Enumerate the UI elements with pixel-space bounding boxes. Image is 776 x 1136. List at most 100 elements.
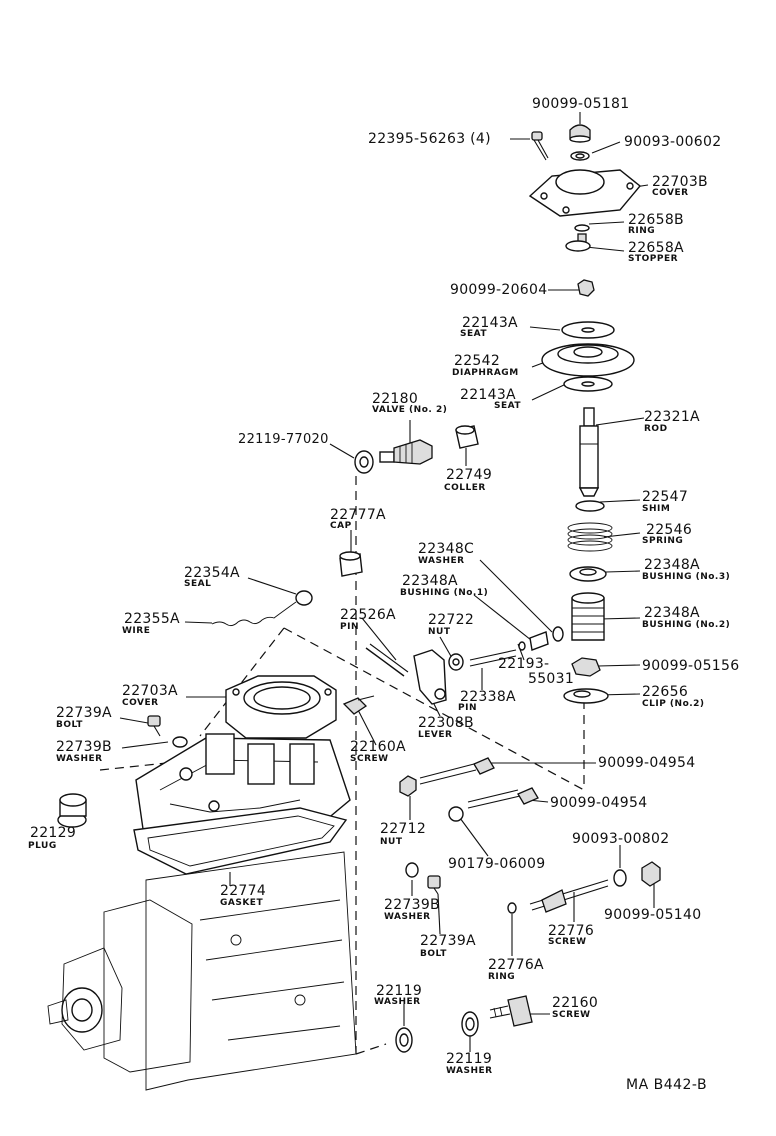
screw-22160 (489, 995, 533, 1027)
nut-90099-05140 (641, 861, 661, 887)
name-22547: SHIM (642, 504, 671, 514)
ring-22776A (507, 902, 517, 914)
part-22193-55031 (518, 641, 526, 651)
name-22348A-no1: BUSHING (No.1) (400, 588, 489, 598)
name-22348A-no3: BUSHING (No.3) (642, 572, 731, 582)
bolt-22739A-left (147, 715, 161, 737)
name-22703A: COVER (122, 698, 159, 708)
label-22395-56263: 22395-56263 (4) (368, 131, 491, 147)
label-22658A: 22658A (628, 240, 684, 256)
label-22703B: 22703B (652, 174, 708, 190)
label-22776: 22776 (548, 923, 595, 939)
name-22160: SCREW (552, 1010, 591, 1020)
valve-22180 (379, 439, 433, 465)
name-22348C: WASHER (418, 556, 465, 566)
lever-22308B (413, 649, 447, 705)
washer-22119-a (395, 1027, 413, 1053)
label-90099-04954-a: 90099-04954 (598, 755, 696, 771)
spring-22546 (567, 522, 613, 552)
label-22119-a: 22119 (376, 983, 423, 999)
label-22703A: 22703A (122, 683, 178, 699)
clip-22656 (563, 688, 609, 704)
shim-22547 (575, 500, 605, 512)
name-22739B-left: WASHER (56, 754, 103, 764)
label-22749: 22749 (446, 467, 493, 483)
leader-lines (119, 112, 655, 1052)
cap-nut-90099-05181 (569, 124, 591, 143)
name-22658B: RING (628, 226, 656, 236)
washer-22348C (552, 626, 564, 642)
label-22119-b: 22119 (446, 1051, 493, 1067)
name-22776: SCREW (548, 937, 587, 947)
label-22777A: 22777A (330, 507, 386, 523)
name-22308B: LEVER (418, 730, 453, 740)
name-22338A: PIN (458, 703, 477, 713)
label-90093-00802: 90093-00802 (572, 831, 670, 847)
name-22776A: RING (488, 972, 516, 982)
label-22160A: 22160A (350, 739, 406, 755)
nut-22722 (448, 653, 464, 671)
coller-22749 (455, 425, 479, 449)
label-22129: 22129 (30, 825, 77, 841)
label-90099-04954-b: 90099-04954 (550, 795, 648, 811)
name-22542: DIAPHRAGM (452, 368, 519, 378)
rod-22321A (578, 407, 600, 497)
name-22321A: ROD (644, 424, 668, 434)
label-22180: 22180 (372, 391, 419, 407)
label-22739A-right: 22739A (420, 933, 476, 949)
name-22722: NUT (428, 627, 451, 637)
gasket-22774 (133, 807, 348, 875)
label-22542: 22542 (454, 353, 501, 369)
label-22321A: 22321A (644, 409, 700, 425)
bolt-90099-04954-b (467, 787, 539, 809)
washer-22119-77020 (354, 450, 374, 474)
nut-22712 (399, 775, 417, 797)
name-22119-b: WASHER (446, 1066, 493, 1076)
label-22656: 22656 (642, 684, 689, 700)
bolt-22739A-right (427, 875, 441, 895)
name-22143A-lower: SEAT (494, 401, 522, 411)
label-22143A-lower: 22143A (460, 387, 516, 403)
label-22355A: 22355A (124, 611, 180, 627)
nut-90099-05156 (571, 657, 601, 677)
bushing-22348A-no3 (569, 566, 607, 582)
label-22712: 22712 (380, 821, 427, 837)
bushing-22348A-no2 (571, 592, 605, 641)
bolt-90099-04954-a (419, 757, 495, 785)
name-22348A-no2: BUSHING (No.2) (642, 620, 731, 630)
name-22526A: PIN (340, 622, 359, 632)
name-22749: COLLER (444, 483, 486, 493)
label-90099-20604: 90099-20604 (450, 282, 548, 298)
reference-code: MA B442-B (626, 1077, 708, 1093)
label-22160: 22160 (552, 995, 599, 1011)
name-22703B: COVER (652, 188, 689, 198)
ring-22658B (574, 224, 590, 232)
name-22739A-right: BOLT (420, 949, 447, 959)
name-22546: SPRING (642, 536, 684, 546)
name-22355A: WIRE (122, 626, 151, 636)
screw-22776 (529, 879, 609, 913)
pin-22338A (469, 649, 517, 667)
label-22348A-no2: 22348A (644, 605, 700, 621)
label-22348C: 22348C (418, 541, 475, 557)
pin-22526A (365, 643, 409, 677)
nut-90179-06009 (448, 806, 464, 822)
name-22739A-left: BOLT (56, 720, 83, 730)
label-22722: 22722 (428, 612, 475, 628)
label-90099-05181: 90099-05181 (532, 96, 630, 112)
name-22143A-upper: SEAT (460, 329, 488, 339)
seat-22143A-upper (561, 321, 615, 339)
seal-22354A (295, 590, 313, 606)
name-22777A: CAP (330, 521, 352, 531)
label-22348A-no3: 22348A (644, 557, 700, 573)
label-22526A: 22526A (340, 607, 396, 623)
label-90099-05156: 90099-05156 (642, 658, 740, 674)
name-22739B-right: WASHER (384, 912, 431, 922)
label-22774: 22774 (220, 883, 267, 899)
name-22160A: SCREW (350, 754, 389, 764)
screw-22160A (342, 695, 375, 715)
label-22348A-no1: 22348A (402, 573, 458, 589)
label-90099-05140: 90099-05140 (604, 907, 702, 923)
name-22656: CLIP (No.2) (642, 699, 705, 709)
